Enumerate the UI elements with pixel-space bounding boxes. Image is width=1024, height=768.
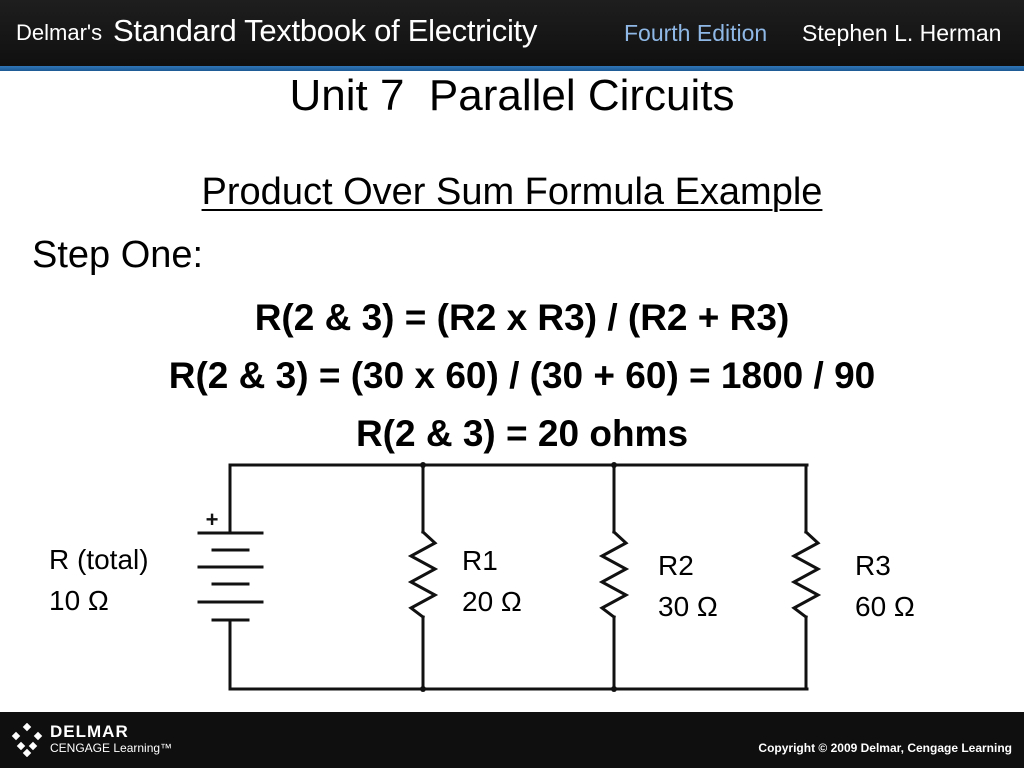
- header-divider: [0, 66, 1024, 71]
- footer-copyright: Copyright © 2009 Delmar, Cengage Learnin…: [758, 741, 1012, 755]
- r2-resistor-icon: [598, 529, 630, 620]
- slide-subtitle: Product Over Sum Formula Example: [201, 171, 823, 213]
- junction-dot: [420, 686, 426, 692]
- junction-dot: [611, 686, 617, 692]
- delmar-logo-icon: [11, 723, 43, 757]
- source-label-name: R (total): [49, 544, 149, 575]
- book-author: Stephen L. Herman: [802, 20, 1002, 46]
- formula-result: R(2 & 3) = 20 ohms: [355, 413, 689, 454]
- r1-resistor-icon: [407, 529, 439, 620]
- junction-dot: [420, 462, 426, 468]
- formula-general: R(2 & 3) = (R2 x R3) / (R2 + R3): [254, 297, 790, 338]
- header-bar: [0, 0, 1024, 66]
- step-label: Step One:: [32, 234, 204, 276]
- book-edition: Fourth Edition: [624, 20, 768, 46]
- footer-bar: [0, 712, 1024, 768]
- formula-substituted: R(2 & 3) = (30 x 60) / (30 + 60) = 1800 …: [168, 355, 876, 396]
- r3-resistor-icon: [790, 529, 822, 620]
- r2-label-name: R2: [658, 550, 694, 581]
- r3-label-name: R3: [855, 550, 891, 581]
- r2-label-value: 30 Ω: [658, 591, 718, 622]
- book-title: Standard Textbook of Electricity: [113, 13, 538, 48]
- battery-polarity-label: +: [206, 507, 219, 532]
- r1-label-name: R1: [462, 545, 498, 576]
- book-brand: Delmar's: [16, 20, 103, 45]
- junction-dot: [611, 462, 617, 468]
- source-label-value: 10 Ω: [49, 585, 109, 616]
- footer-publisher: DELMAR: [50, 722, 129, 741]
- slide-title: Unit 7 Parallel Circuits: [289, 71, 735, 120]
- r1-label-value: 20 Ω: [462, 586, 522, 617]
- r3-label-value: 60 Ω: [855, 591, 915, 622]
- battery-icon: [197, 531, 264, 622]
- footer-imprint: CENGAGE Learning™: [50, 741, 173, 755]
